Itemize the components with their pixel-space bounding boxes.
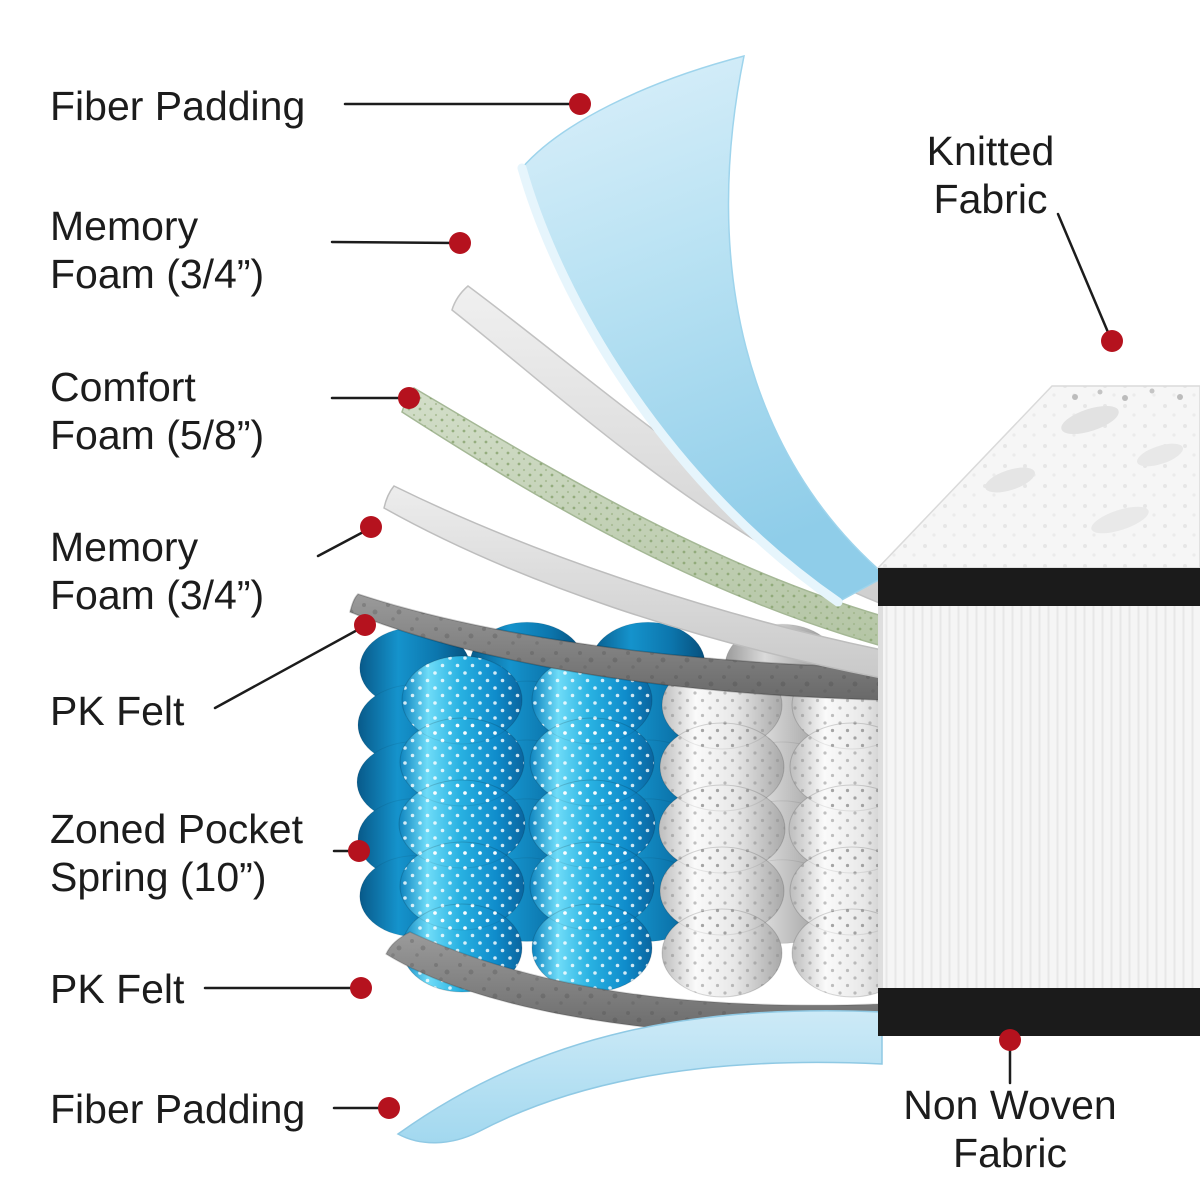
dot-pk-felt-upper [354, 614, 376, 636]
fiber-padding-bottom-sheet [396, 1010, 883, 1144]
knitted-fabric-quilting [985, 388, 1183, 534]
non-woven-side-face [878, 606, 1200, 988]
leader-pk-felt-upper [213, 626, 363, 710]
memory-foam-lower-sheet [383, 485, 883, 679]
dot-non-woven-fabric [999, 1029, 1021, 1051]
label-fiber-padding-bottom: Fiber Padding [50, 1086, 306, 1132]
dot-fiber-padding-bottom [378, 1097, 400, 1119]
label-knitted-fabric: Knitted Fabric [926, 128, 1055, 222]
bottom-sheets [385, 931, 883, 1144]
fiber-padding-top-sheet [521, 54, 888, 603]
fiber-padding-top-edge [517, 163, 843, 607]
label-comfort-foam: Comfort Foam (5/8”) [50, 364, 265, 458]
leader-memory-foam-lower [316, 528, 369, 558]
bottom-black-band [878, 988, 1200, 1036]
label-zoned-pocket-spring: Zoned Pocket Spring (10”) [50, 806, 303, 900]
dot-fiber-padding-top [569, 93, 591, 115]
comfort-foam-texture [402, 388, 882, 646]
leader-knitted-fabric [1056, 212, 1112, 339]
knitted-fabric-top-face [876, 385, 1200, 569]
dot-memory-foam-lower [360, 516, 382, 538]
label-memory-foam-upper: Memory Foam (3/4”) [50, 203, 265, 297]
side-face-left-shade [878, 606, 883, 988]
leader-memory-foam-upper [330, 240, 458, 245]
dot-memory-foam-upper [449, 232, 471, 254]
layer-sheets [349, 54, 888, 701]
label-memory-foam-lower: Memory Foam (3/4”) [50, 524, 265, 618]
label-pk-felt-upper: PK Felt [50, 688, 185, 734]
pk-felt-bottom-texture [386, 932, 882, 1037]
callout-lines [203, 102, 1112, 1110]
dot-pk-felt-lower [350, 977, 372, 999]
dot-knitted-fabric [1101, 330, 1123, 352]
dot-zoned-pocket-spring [348, 840, 370, 862]
label-non-woven-fabric: Non Woven Fabric [903, 1082, 1117, 1176]
label-fiber-padding-top: Fiber Padding [50, 83, 306, 129]
dot-comfort-foam [398, 387, 420, 409]
pk-felt-top-texture [350, 594, 882, 700]
label-pk-felt-lower: PK Felt [50, 966, 185, 1012]
top-black-band [878, 568, 1200, 606]
callout-dots [348, 93, 1123, 1119]
mattress-block [876, 385, 1200, 1036]
